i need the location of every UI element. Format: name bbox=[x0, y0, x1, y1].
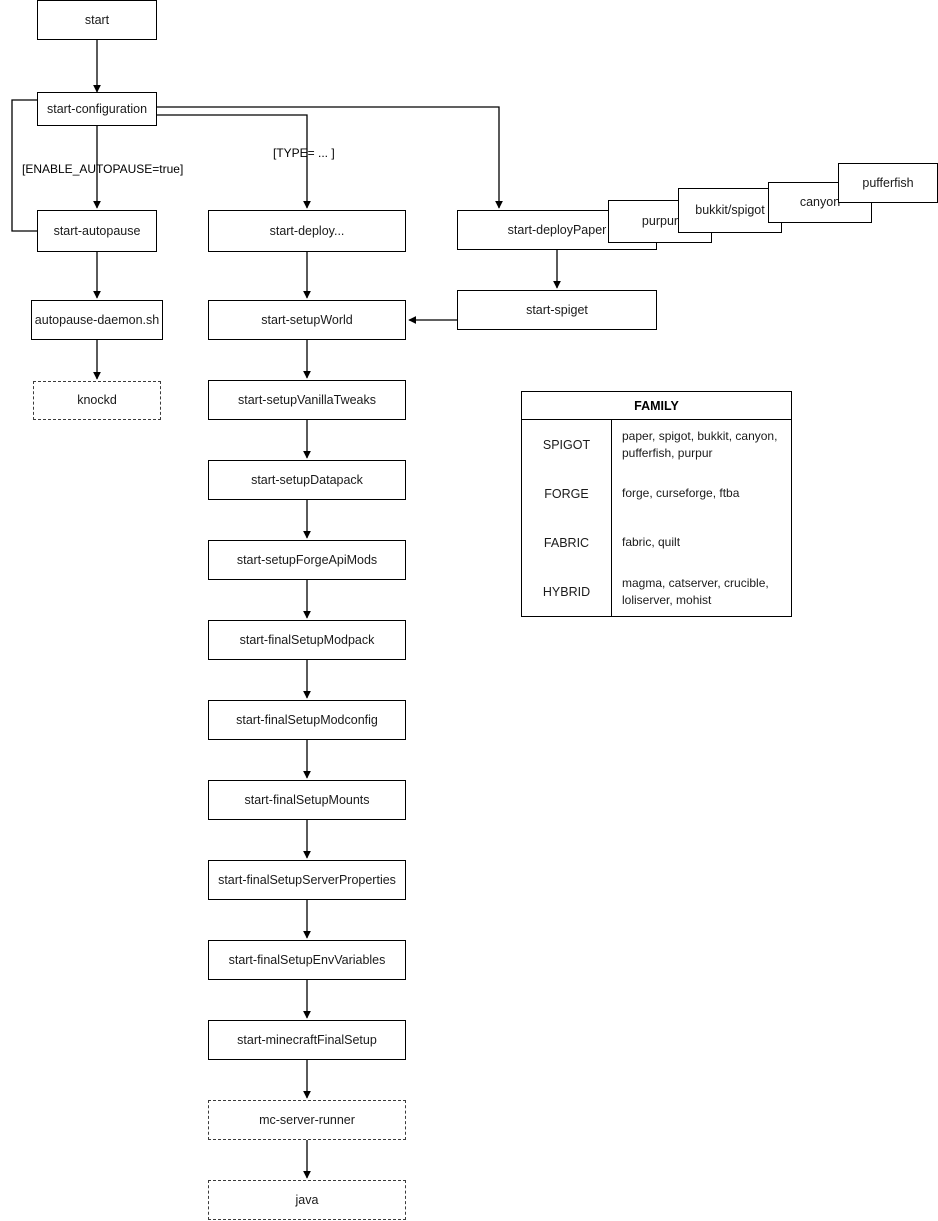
node-start-minecraftFinalSetup[interactable]: start-minecraftFinalSetup bbox=[208, 1020, 406, 1060]
edge-label-type: [TYPE= ... ] bbox=[273, 146, 335, 160]
node-label: autopause-daemon.sh bbox=[34, 312, 160, 327]
node-label: start-finalSetupModconfig bbox=[236, 712, 378, 727]
legend-row: SPIGOT paper, spigot, bukkit, canyon, pu… bbox=[522, 420, 791, 469]
node-start-setupDatapack[interactable]: start-setupDatapack bbox=[208, 460, 406, 500]
node-start-setupVanillaTweaks[interactable]: start-setupVanillaTweaks bbox=[208, 380, 406, 420]
legend-value-spigot: paper, spigot, bukkit, canyon, pufferfis… bbox=[622, 429, 778, 460]
node-label: mc-server-runner bbox=[259, 1112, 355, 1127]
node-label: start-spiget bbox=[526, 302, 588, 317]
legend-body: SPIGOT paper, spigot, bukkit, canyon, pu… bbox=[522, 420, 791, 616]
node-label: canyon bbox=[799, 195, 841, 209]
node-start-setupWorld[interactable]: start-setupWorld bbox=[208, 300, 406, 340]
node-start-configuration[interactable]: start-configuration bbox=[37, 92, 157, 126]
node-label: start-autopause bbox=[53, 223, 141, 238]
node-start-finalSetupModpack[interactable]: start-finalSetupModpack bbox=[208, 620, 406, 660]
legend-row: FABRIC fabric, quilt bbox=[522, 518, 791, 567]
node-label: java bbox=[295, 1192, 319, 1207]
node-label: start-deploy... bbox=[269, 223, 345, 238]
legend-value-hybrid: magma, catserver, crucible, loliserver, … bbox=[622, 576, 769, 607]
node-label: start-minecraftFinalSetup bbox=[237, 1032, 377, 1047]
node-start-deploy[interactable]: start-deploy... bbox=[208, 210, 406, 252]
node-mc-server-runner[interactable]: mc-server-runner bbox=[208, 1100, 406, 1140]
legend-value-forge: forge, curseforge, ftba bbox=[622, 486, 740, 501]
node-knockd[interactable]: knockd bbox=[33, 381, 161, 420]
node-start-autopause[interactable]: start-autopause bbox=[37, 210, 157, 252]
node-label: start-finalSetupMounts bbox=[244, 792, 370, 807]
node-start-spiget[interactable]: start-spiget bbox=[457, 290, 657, 330]
node-start[interactable]: start bbox=[37, 0, 157, 40]
node-start-setupForgeApiMods[interactable]: start-setupForgeApiMods bbox=[208, 540, 406, 580]
node-label: start-setupForgeApiMods bbox=[236, 552, 378, 567]
legend-row: HYBRID magma, catserver, crucible, lolis… bbox=[522, 567, 791, 616]
node-label: purpur bbox=[641, 214, 679, 228]
node-start-finalSetupMounts[interactable]: start-finalSetupMounts bbox=[208, 780, 406, 820]
legend-value-fabric: fabric, quilt bbox=[622, 535, 681, 550]
legend-key-hybrid: HYBRID bbox=[522, 567, 612, 616]
edge-configuration-to-deploypaper bbox=[157, 106, 503, 209]
node-label: start-finalSetupModpack bbox=[239, 632, 375, 647]
legend-row: FORGE forge, curseforge, ftba bbox=[522, 469, 791, 518]
legend-key-forge: FORGE bbox=[522, 469, 612, 518]
node-label: knockd bbox=[77, 393, 117, 407]
node-pufferfish[interactable]: pufferfish bbox=[838, 163, 938, 203]
node-label: bukkit/spigot bbox=[695, 203, 765, 217]
node-start-finalSetupModconfig[interactable]: start-finalSetupModconfig bbox=[208, 700, 406, 740]
legend-key-spigot: SPIGOT bbox=[522, 420, 612, 469]
legend-title: FAMILY bbox=[522, 392, 791, 420]
legend-key-fabric: FABRIC bbox=[522, 518, 612, 567]
node-label: start-finalSetupServerProperties bbox=[218, 872, 396, 887]
node-label: start-finalSetupEnvVariables bbox=[228, 952, 386, 967]
node-label: start-deployPaper bbox=[507, 222, 607, 237]
node-start-finalSetupServerProperties[interactable]: start-finalSetupServerProperties bbox=[208, 860, 406, 900]
node-start-finalSetupEnvVariables[interactable]: start-finalSetupEnvVariables bbox=[208, 940, 406, 980]
node-label: start-setupDatapack bbox=[251, 472, 363, 487]
edge-configuration-to-deploy bbox=[157, 114, 311, 209]
node-label: start bbox=[84, 12, 110, 27]
node-java[interactable]: java bbox=[208, 1180, 406, 1220]
node-label: pufferfish bbox=[862, 175, 914, 190]
node-bukkit-spigot[interactable]: bukkit/spigot bbox=[678, 188, 782, 233]
node-label: start-setupVanillaTweaks bbox=[237, 392, 377, 407]
node-label: start-setupWorld bbox=[261, 312, 353, 327]
node-label: start-configuration bbox=[46, 101, 148, 116]
edge-label-enable-autopause: [ENABLE_AUTOPAUSE=true] bbox=[22, 162, 184, 176]
family-legend-table: FAMILY SPIGOT paper, spigot, bukkit, can… bbox=[521, 391, 792, 617]
node-autopause-daemon[interactable]: autopause-daemon.sh bbox=[31, 300, 163, 340]
